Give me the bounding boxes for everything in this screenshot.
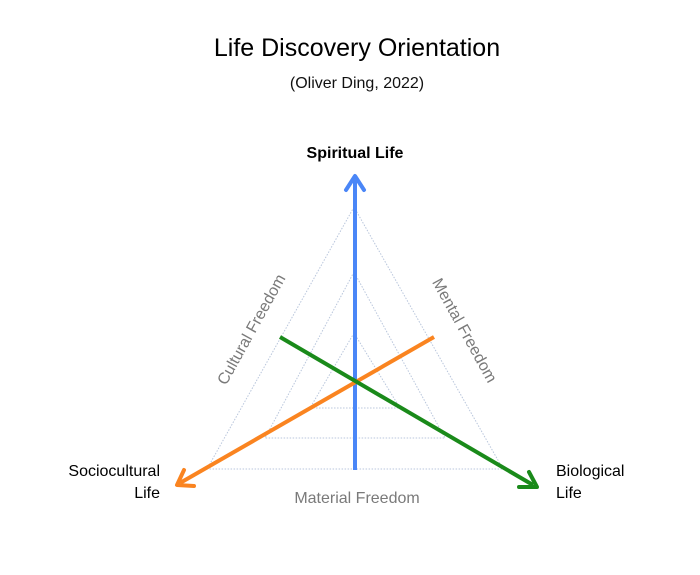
label-sociocultural-line1: Sociocultural bbox=[68, 463, 160, 480]
inner-triangle bbox=[309, 332, 401, 409]
label-mental-freedom: Mental Freedom bbox=[428, 276, 499, 386]
sociocultural-arrowhead-icon bbox=[175, 468, 196, 488]
diagram-title: Life Discovery Orientation bbox=[214, 34, 500, 62]
spiritual-arrowhead-icon bbox=[344, 174, 366, 192]
label-spiritual-life: Spiritual Life bbox=[307, 145, 404, 162]
label-sociocultural-line2: Life bbox=[134, 485, 160, 502]
label-biological-line1: Biological bbox=[556, 463, 624, 480]
label-cultural-freedom: Cultural Freedom bbox=[215, 272, 290, 388]
label-material-freedom: Material Freedom bbox=[294, 490, 419, 507]
biological-arrowhead-icon bbox=[517, 470, 539, 489]
label-biological-line2: Life bbox=[556, 485, 582, 502]
diagram-subtitle: (Oliver Ding, 2022) bbox=[290, 75, 424, 92]
axes bbox=[175, 174, 539, 489]
sociocultural-axis bbox=[179, 335, 435, 485]
biological-axis bbox=[278, 335, 535, 487]
